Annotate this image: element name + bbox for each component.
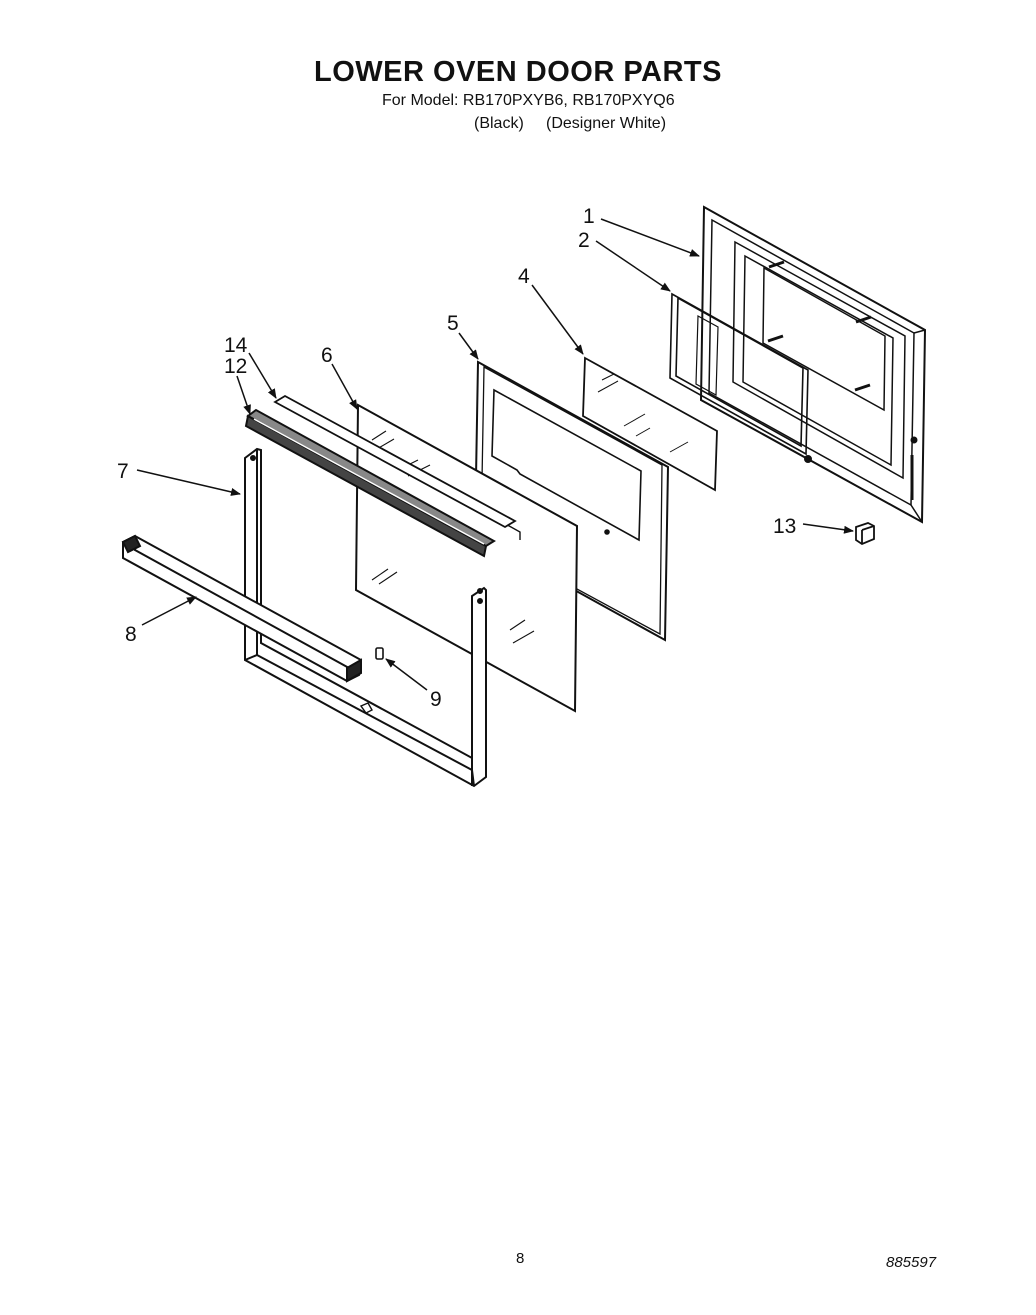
part-9-clip	[375, 647, 384, 660]
callout-8: 8	[125, 623, 137, 646]
callout-9: 9	[430, 688, 442, 711]
page-number: 8	[516, 1250, 525, 1267]
callout-12: 12	[224, 355, 247, 378]
callout-5: 5	[447, 312, 459, 335]
variant-designer-white: (Designer White)	[546, 115, 667, 132]
document-number: 885597	[886, 1254, 937, 1271]
callout-7: 7	[117, 460, 129, 483]
callout-2: 2	[578, 229, 590, 252]
page-title: LOWER OVEN DOOR PARTS	[314, 56, 722, 88]
part-13-door-stop	[855, 522, 875, 546]
part-14-vent-strip	[273, 394, 517, 529]
part-12-top-trim	[244, 408, 496, 558]
model-numbers: For Model: RB170PXYB6, RB170PXYQ6	[382, 92, 675, 109]
callout-1: 1	[583, 205, 595, 228]
part-2-door-gasket	[669, 292, 809, 456]
part-1-inner-door-panel	[699, 205, 927, 524]
variant-black: (Black)	[474, 115, 524, 132]
callout-14: 14	[224, 334, 248, 357]
callout-6: 6	[321, 344, 333, 367]
part-8-door-handle	[121, 534, 363, 683]
part-7-door-frame	[244, 447, 487, 788]
callout-13: 13	[773, 515, 796, 538]
callout-4: 4	[518, 265, 530, 288]
callout-leaders	[136, 218, 854, 691]
part-6-outer-glass	[354, 403, 579, 713]
part-4-glass-panel	[582, 356, 718, 492]
